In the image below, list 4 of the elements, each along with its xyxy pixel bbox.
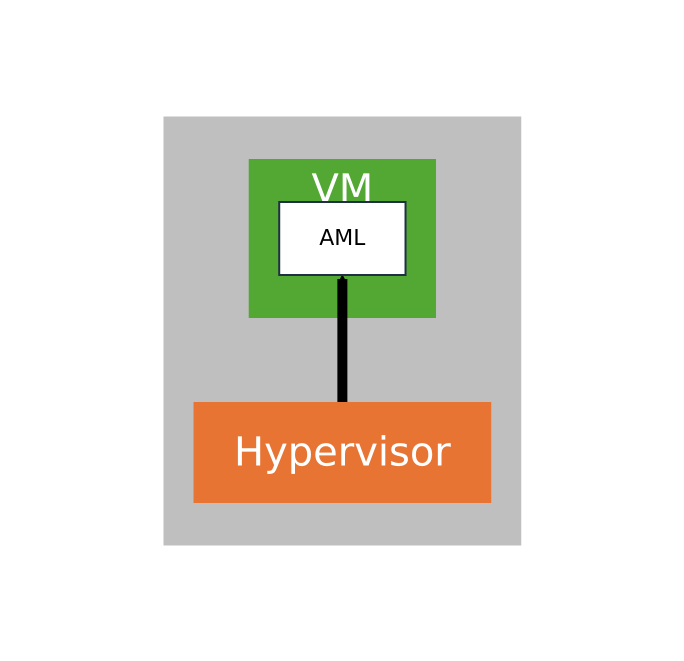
node-box: Hypervisor <box>193 402 491 502</box>
arrow <box>337 274 347 402</box>
cluster <box>163 116 521 545</box>
node-box: AML <box>278 200 406 276</box>
